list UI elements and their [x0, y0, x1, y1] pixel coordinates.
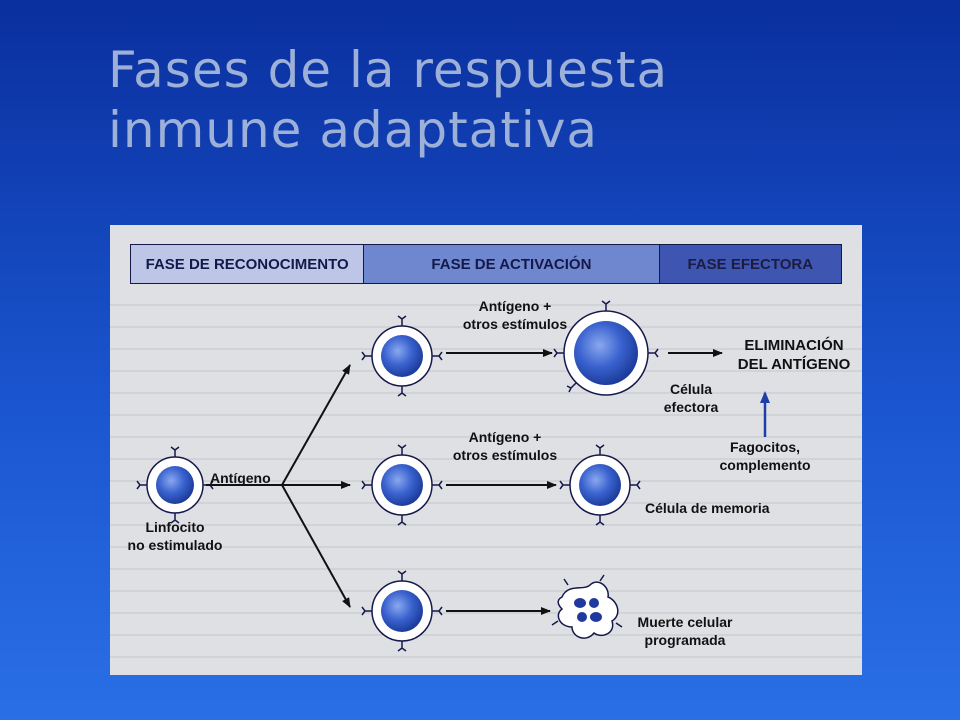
label-programmed-cell-death: Muerte celular programada — [637, 614, 733, 648]
arrow-to-bottom-cell — [281, 484, 351, 608]
label-memory-cell: Célula de memoria — [645, 500, 770, 516]
immune-response-diagram: FASE DE RECONOCIMENTO FASE DE ACTIVACIÓN… — [110, 225, 862, 675]
flow-arrows — [206, 349, 723, 615]
effector-cell — [553, 300, 659, 396]
arrow-to-top-cell — [281, 364, 351, 486]
phase-effector: FASE EFECTORA — [659, 245, 841, 283]
label-stimuli-middle: Antígeno + otros estímulos — [452, 429, 558, 463]
phase-header-bar: FASE DE RECONOCIMENTO FASE DE ACTIVACIÓN… — [130, 244, 842, 284]
label-effector-cell: Célula efectora — [663, 381, 719, 415]
activated-cell-middle — [361, 444, 443, 526]
apoptotic-cell — [551, 574, 623, 639]
slide-title-line-1: Fases de la respuesta — [108, 41, 669, 99]
label-unstimulated-lymphocyte: Linfocito no estimulado — [127, 519, 223, 553]
memory-cell — [559, 444, 641, 526]
label-phagocytes: Fagocitos, complemento — [719, 439, 811, 473]
slide-title: Fases de la respuesta inmune adaptativa — [108, 40, 908, 160]
diagram-graphics — [110, 300, 862, 658]
phase-recognition: FASE DE RECONOCIMENTO — [131, 245, 365, 283]
label-antigen-elimination: ELIMINACIÓN DEL ANTÍGENO — [737, 337, 851, 373]
label-stimuli-top: Antígeno + otros estímulos — [462, 298, 568, 332]
slide-title-line-2: inmune adaptativa — [108, 101, 599, 159]
activated-cell-top — [361, 315, 443, 397]
background-text-texture — [110, 304, 862, 658]
activated-cell-bottom — [361, 570, 443, 652]
unstimulated-lymphocyte-cell — [136, 446, 214, 524]
phase-activation: FASE DE ACTIVACIÓN — [364, 245, 660, 283]
label-antigen: Antígeno — [210, 470, 271, 486]
